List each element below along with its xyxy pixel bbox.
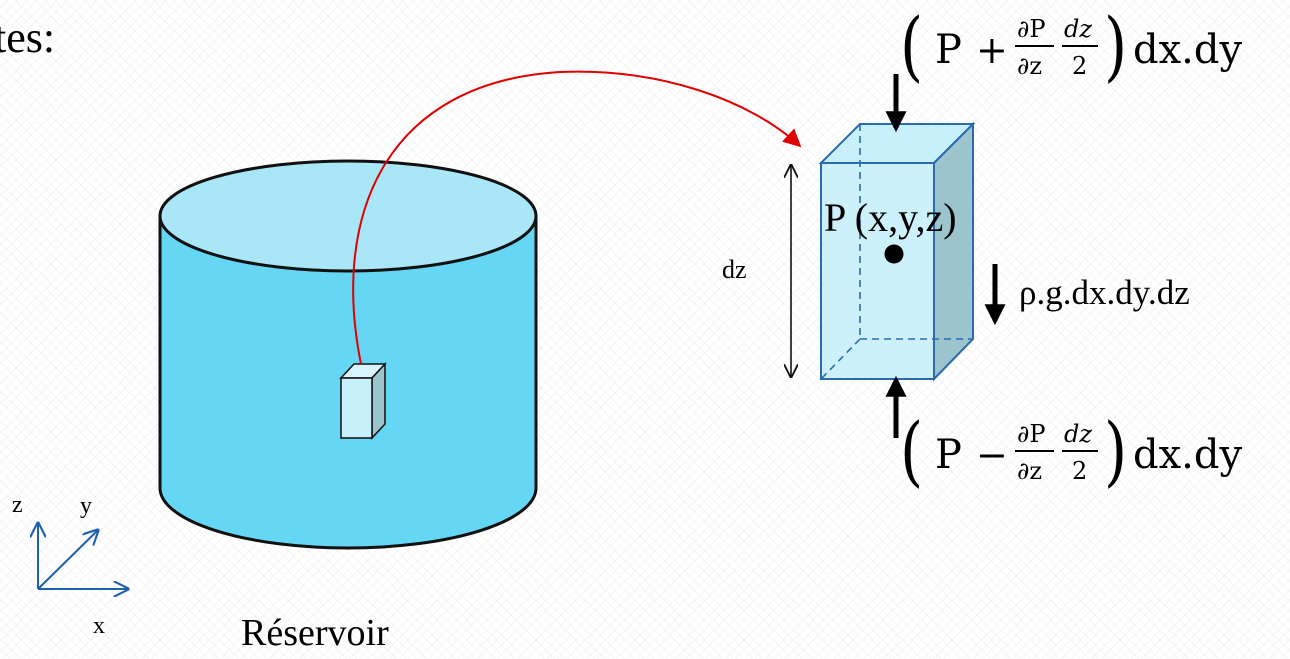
svg-text:(: ( [900, 408, 923, 496]
svg-text:): ) [1104, 3, 1127, 91]
svg-text:P: P [935, 27, 962, 73]
y-axis-label: y [80, 493, 92, 519]
svg-text:2: 2 [1072, 52, 1087, 80]
fluid-element-box [818, 121, 976, 382]
svg-text:∂P: ∂P [1017, 15, 1046, 43]
svg-text:∂z: ∂z [1017, 52, 1042, 80]
dz-label: dz [722, 255, 747, 284]
svg-text:dx.dy: dx.dy [1133, 27, 1242, 73]
coordinate-axes: z y x [12, 492, 128, 639]
mapping-arc [352, 70, 802, 365]
svg-text:−: − [976, 433, 1008, 477]
svg-text:dx.dy: dx.dy [1133, 432, 1242, 478]
reservoir-label: Réservoir [241, 612, 389, 654]
svg-text:2: 2 [1072, 457, 1087, 485]
header-fragment: tes: [0, 13, 55, 62]
svg-text:∂P: ∂P [1017, 420, 1046, 448]
y-axis [37, 530, 98, 590]
bottom-pressure-formula: ( P − ∂P ∂z dz 2 ) dx.dy [900, 408, 1242, 496]
point-dot [884, 244, 904, 264]
point-label: P (x,y,z) [824, 195, 957, 240]
top-pressure-formula: ( P + ∂P ∂z dz 2 ) dx.dy [900, 3, 1242, 91]
z-axis-label: z [12, 492, 23, 518]
svg-text:): ) [1104, 408, 1127, 496]
svg-text:dz: dz [1064, 15, 1092, 43]
svg-text:∂z: ∂z [1017, 457, 1042, 485]
cylinder-top [158, 159, 538, 273]
x-axis-label: x [93, 613, 105, 639]
svg-text:+: + [976, 28, 1008, 72]
reservoir-cylinder [158, 159, 538, 550]
weight-label: ρ.g.dx.dy.dz [1019, 273, 1190, 312]
svg-text:(: ( [900, 3, 923, 91]
svg-text:dz: dz [1064, 420, 1092, 448]
small-fluid-element [339, 362, 387, 440]
svg-text:P: P [935, 432, 962, 478]
element-front-face [820, 162, 935, 380]
element-side-face [933, 121, 974, 382]
